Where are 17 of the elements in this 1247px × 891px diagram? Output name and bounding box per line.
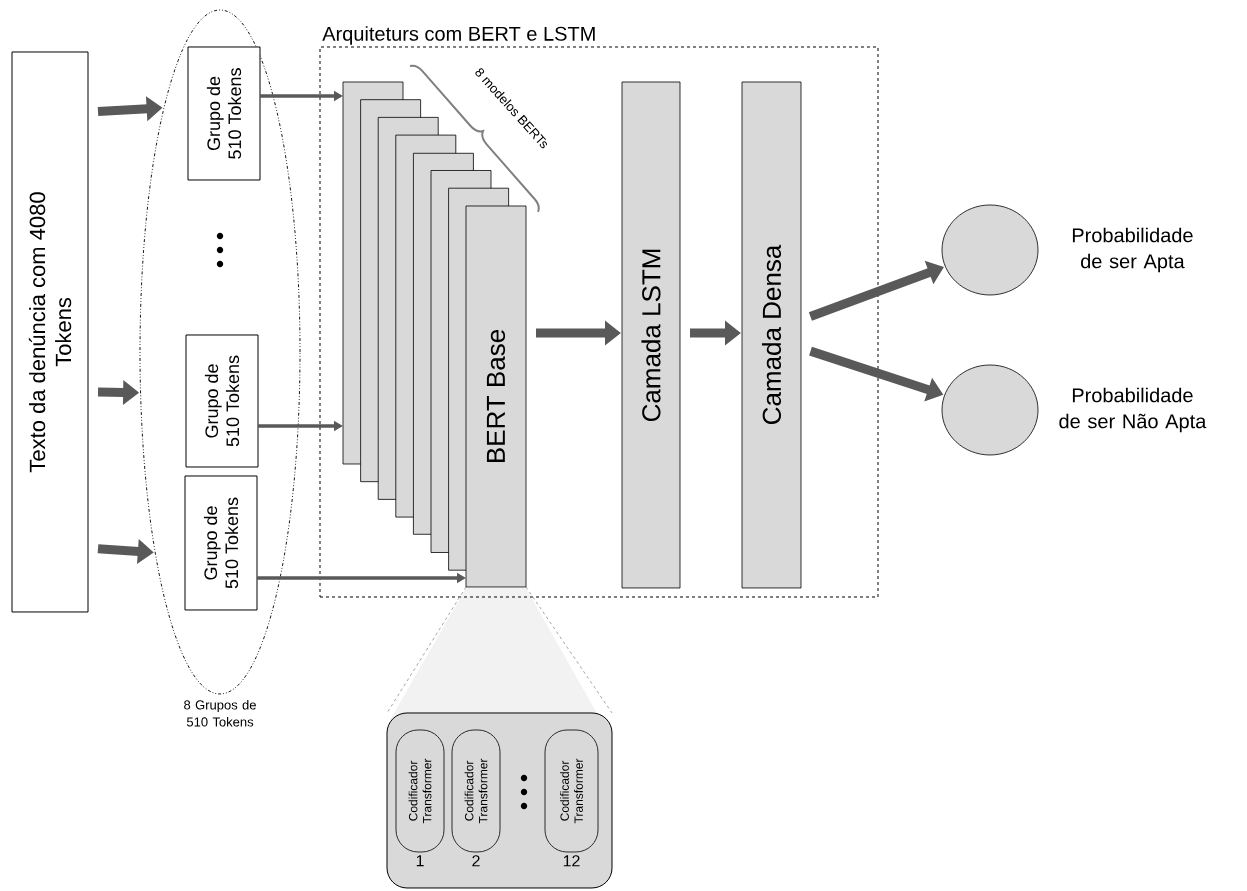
node-label: 2 (472, 855, 480, 867)
node-label: Arquiteturs com BERT e LSTM (322, 26, 595, 45)
token-group-box: Grupo de 510 Tokens (184, 475, 258, 611)
token-group-box: Grupo de 510 Tokens (187, 46, 261, 181)
encoder-capsule: Codificador Transformer 2 (451, 729, 501, 867)
text-box: Texto da denúncia com 4080 Tokens (11, 51, 89, 613)
node-label: Probabilidade de ser Não Apta (1059, 387, 1207, 433)
encoder-capsule: Codificador Transformer 12 (544, 729, 599, 867)
node-label: 8 Grupos de 510 Tokens (184, 699, 256, 727)
layer-box: Camada LSTM (621, 81, 681, 589)
layer-box: Camada Densa (741, 81, 802, 589)
token-group-box: Grupo de 510 Tokens (185, 334, 259, 468)
node-label: Probabilidade de ser Apta (1072, 227, 1193, 273)
node-label: 1 (416, 855, 424, 867)
node-label: 12 (563, 855, 580, 867)
encoder-capsule: Codificador Transformer 1 (395, 729, 445, 867)
model-box: BERT Base (465, 205, 527, 588)
